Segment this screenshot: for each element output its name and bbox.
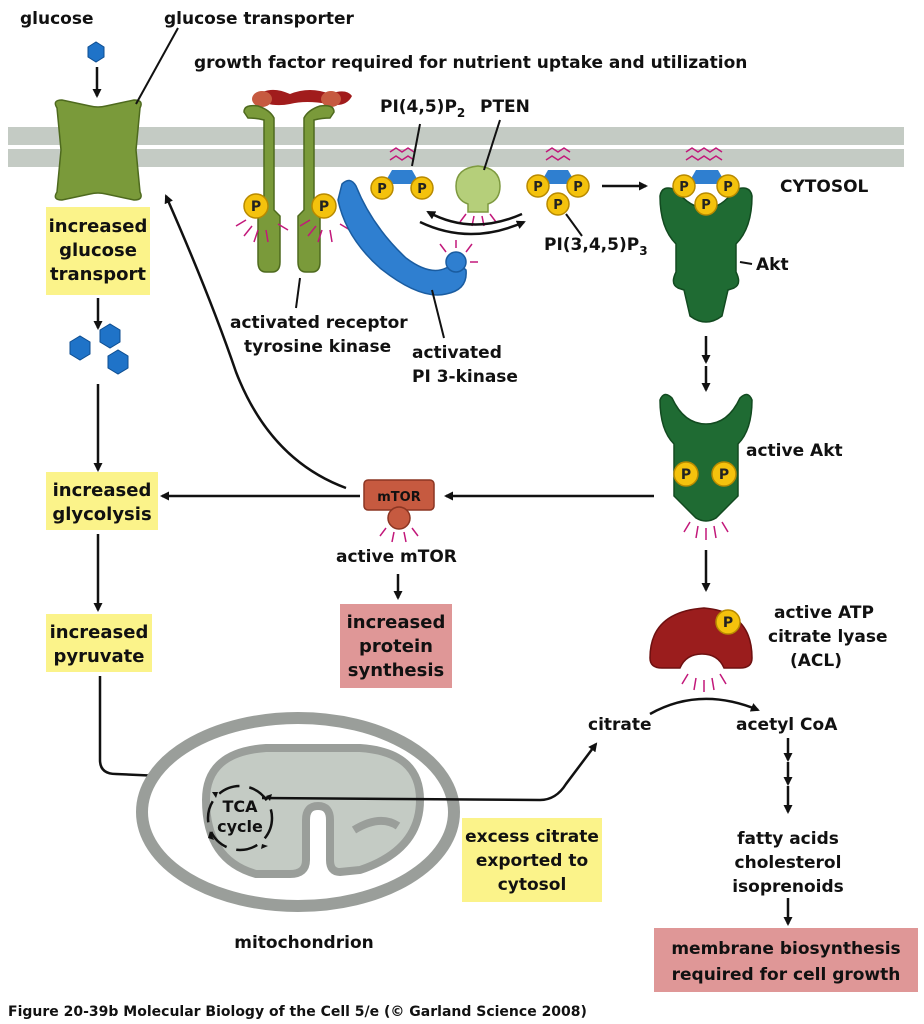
active-atp-citrate-lyase: P <box>649 607 753 692</box>
mtor-kinase: mTOR <box>363 479 435 543</box>
glucose-molecule-top <box>87 41 105 63</box>
activated-rtk-label-line2: tyrosine kinase <box>244 337 391 357</box>
isoprenoids-label: isoprenoids <box>732 877 844 897</box>
glucose-transporter-label: glucose transporter <box>164 9 355 29</box>
svg-text:P: P <box>719 467 729 483</box>
svg-text:P: P <box>417 182 427 197</box>
svg-text:P: P <box>679 180 689 195</box>
svg-text:increased: increased <box>49 216 148 237</box>
svg-text:P: P <box>723 180 733 195</box>
tca-label-line2: cycle <box>217 817 263 836</box>
activated-receptor-tyrosine-kinase <box>243 104 335 273</box>
tca-label-line1: TCA <box>222 797 258 816</box>
pip3-label: PI(3,4,5)P3 <box>544 235 648 258</box>
pten-label-pointer <box>483 119 501 171</box>
increased-glucose-transport-box: increased glucose transport <box>46 207 150 295</box>
pip2-to-pip3-arrow <box>419 220 526 236</box>
pten-label: PTEN <box>480 97 530 117</box>
rtk-label-pointer <box>295 277 301 309</box>
svg-text:membrane biosynthesis: membrane biosynthesis <box>671 939 900 959</box>
svg-text:P: P <box>701 198 711 213</box>
tca-cycle <box>206 784 274 852</box>
pten-phosphatase <box>455 165 501 227</box>
svg-text:glucose: glucose <box>59 240 137 261</box>
svg-text:required for cell growth: required for cell growth <box>672 965 901 985</box>
plasma-membrane <box>8 127 904 167</box>
acetyl-coa-label: acetyl CoA <box>736 715 838 735</box>
akt-label-pointer <box>739 261 753 265</box>
glucose-label: glucose <box>20 9 94 29</box>
svg-text:P: P <box>723 615 733 631</box>
active-acl-label-line3: (ACL) <box>790 651 842 671</box>
activated-pi3-kinase <box>337 179 478 296</box>
pip3-lipid: P P P <box>526 147 590 216</box>
glucose-molecules-cytosol <box>69 323 129 375</box>
figure-caption: Figure 20-39b Molecular Biology of the C… <box>8 1004 587 1020</box>
svg-text:P: P <box>553 198 563 213</box>
svg-text:P: P <box>681 467 691 483</box>
svg-text:P: P <box>251 199 261 215</box>
mtor-to-transporter-arrow <box>164 194 347 490</box>
citrate-to-acetyl-coa-arrow <box>649 697 760 716</box>
activated-rtk-label-line1: activated receptor <box>230 313 408 333</box>
svg-text:P: P <box>573 180 583 195</box>
svg-text:transport: transport <box>50 264 146 285</box>
pip2-label-pointer <box>411 123 421 167</box>
svg-text:pyruvate: pyruvate <box>53 646 144 667</box>
increased-protein-synthesis-box: increased protein synthesis <box>340 604 452 688</box>
akt-label: Akt <box>756 255 789 275</box>
cholesterol-label: cholesterol <box>735 853 842 873</box>
pip3-to-pip2-arrow <box>426 210 523 226</box>
growth-factor-label: growth factor required for nutrient upta… <box>194 53 747 73</box>
mtor-label: mTOR <box>377 490 420 505</box>
akt-at-membrane: P P P <box>659 147 753 323</box>
active-acl-label-line2: citrate lyase <box>768 627 888 647</box>
svg-text:synthesis: synthesis <box>348 660 445 681</box>
active-akt-label: active Akt <box>746 441 843 461</box>
svg-text:increased: increased <box>53 480 152 501</box>
pip2-label: PI(4,5)P2 <box>380 97 465 120</box>
rtk-phosphate-right: P <box>299 193 351 243</box>
activated-pi3k-label-line1: activated <box>412 343 502 363</box>
glucose-transporter-label-pointer <box>135 27 179 105</box>
svg-text:P: P <box>319 199 329 215</box>
svg-text:protein: protein <box>359 636 433 657</box>
increased-glycolysis-box: increased glycolysis <box>46 472 158 530</box>
excess-citrate-exported-box: excess citrate exported to cytosol <box>462 818 602 902</box>
active-mtor-label: active mTOR <box>336 547 457 567</box>
pip2-lipid: P P <box>370 147 434 200</box>
mitochondrion <box>136 712 460 912</box>
svg-text:exported to: exported to <box>476 851 588 871</box>
membrane-biosynthesis-box: membrane biosynthesis required for cell … <box>654 928 918 992</box>
activated-pi3k-label-line2: PI 3-kinase <box>412 367 518 387</box>
svg-text:P: P <box>533 180 543 195</box>
pi3k-label-pointer <box>431 289 445 339</box>
mitochondrion-label: mitochondrion <box>234 933 373 953</box>
svg-text:increased: increased <box>50 622 149 643</box>
pyruvate-to-tca-arrow <box>98 676 208 783</box>
svg-text:increased: increased <box>347 612 446 633</box>
glucose-transporter <box>54 99 142 201</box>
active-akt: P P <box>659 393 753 540</box>
increased-pyruvate-box: increased pyruvate <box>46 614 152 672</box>
svg-text:excess citrate: excess citrate <box>465 827 599 847</box>
pip3-label-pointer <box>565 213 583 237</box>
svg-text:glycolysis: glycolysis <box>52 504 151 525</box>
citrate-label: citrate <box>588 715 652 735</box>
svg-text:P: P <box>377 182 387 197</box>
growth-factor <box>252 89 352 107</box>
cytosol-label: CYTOSOL <box>780 177 869 197</box>
rtk-phosphate-left: P <box>235 193 289 243</box>
active-acl-label-line1: active ATP <box>774 603 874 623</box>
fatty-acids-label: fatty acids <box>737 829 839 849</box>
tca-to-citrate-arrow <box>261 742 598 802</box>
svg-text:cytosol: cytosol <box>498 875 567 895</box>
